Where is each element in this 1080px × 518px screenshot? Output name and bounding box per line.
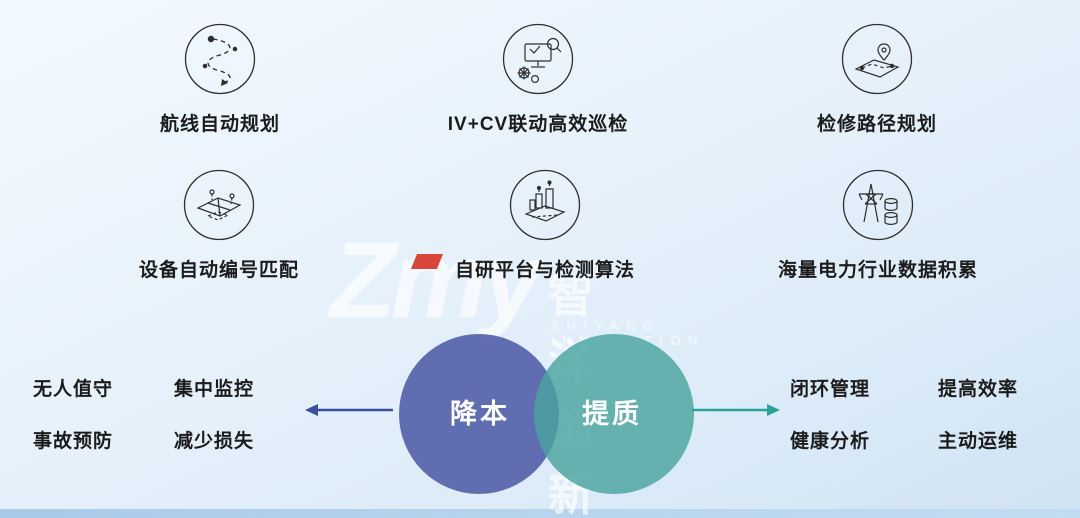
feature-repair-path: 检修路径规划 xyxy=(707,22,1047,136)
venn-circle-cost-reduction xyxy=(399,334,559,494)
feature-label: 海量电力行业数据积累 xyxy=(777,260,978,281)
device-numbering-icon xyxy=(182,168,256,242)
brand-logo-text: Zmy xyxy=(330,219,542,340)
benefit-efficiency-improvement: 提高效率 xyxy=(938,379,1019,400)
feature-device-numbering: 设备自动编号匹配 xyxy=(49,168,389,282)
benefit-accident-prevention: 事故预防 xyxy=(33,431,114,452)
feature-iv-cv-inspection: IV+CV联动高效巡检 xyxy=(368,22,708,136)
feature-label: IV+CV联动高效巡检 xyxy=(447,114,629,135)
right-arrow-icon xyxy=(690,401,782,419)
benefit-health-analysis: 健康分析 xyxy=(790,431,871,452)
feature-label: 检修路径规划 xyxy=(816,114,937,135)
venn-circle-quality-improvement xyxy=(534,334,694,494)
route-planning-icon xyxy=(183,22,257,96)
repair-path-icon xyxy=(840,22,914,96)
feature-platform-algorithm: 自研平台与检测算法 xyxy=(375,168,715,282)
feature-power-data: 海量电力行业数据积累 xyxy=(708,168,1048,282)
feature-label: 航线自动规划 xyxy=(159,114,280,135)
benefit-centralized-monitoring: 集中监控 xyxy=(174,379,255,400)
benefit-closed-loop-management: 闭环管理 xyxy=(790,379,871,400)
venn-label-cost-reduction: 降本 xyxy=(450,399,510,429)
bottom-accent-strip xyxy=(0,509,1080,518)
feature-route-planning: 航线自动规划 xyxy=(50,22,390,136)
venn-label-quality-improvement: 提质 xyxy=(582,399,642,429)
benefit-loss-reduction: 减少损失 xyxy=(174,431,255,452)
power-data-icon xyxy=(841,168,915,242)
feature-label: 自研平台与检测算法 xyxy=(454,260,635,281)
iv-cv-inspection-icon xyxy=(501,22,575,96)
platform-algorithm-icon xyxy=(508,168,582,242)
benefit-unattended: 无人值守 xyxy=(33,379,114,400)
benefit-proactive-operations: 主动运维 xyxy=(938,431,1019,452)
feature-label: 设备自动编号匹配 xyxy=(138,260,299,281)
left-arrow-icon xyxy=(303,401,395,419)
